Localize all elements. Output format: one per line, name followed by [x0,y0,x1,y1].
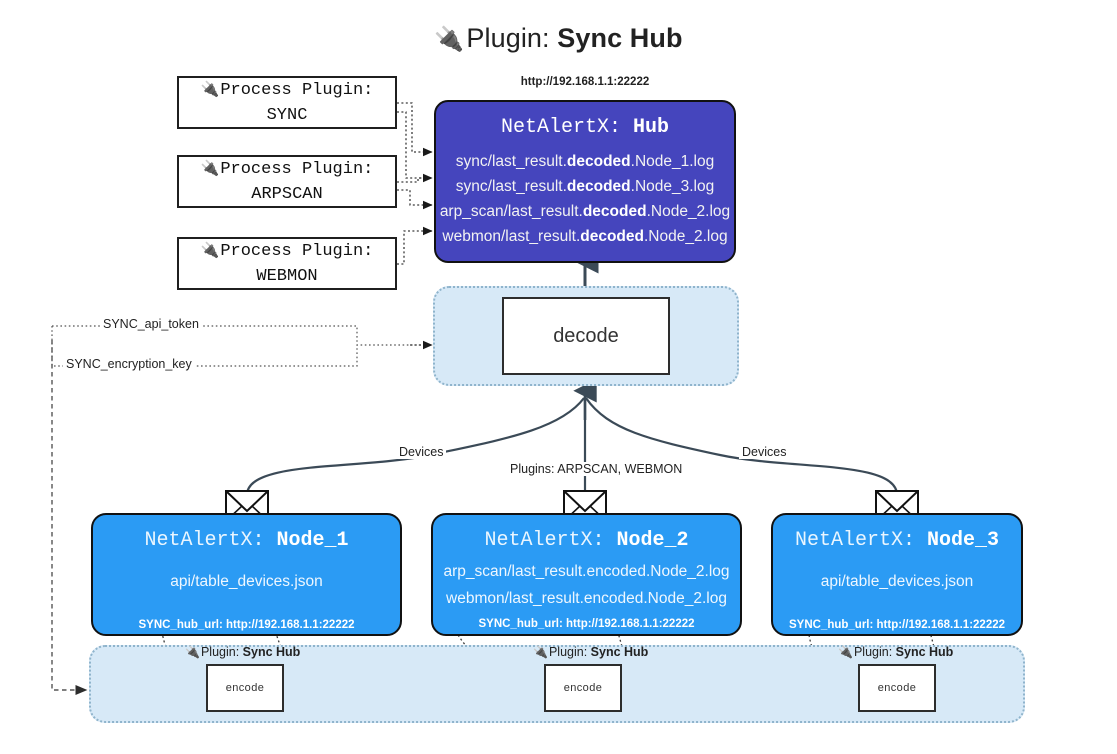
encode-box-1[interactable]: encode [206,664,284,712]
encode-box-2[interactable]: encode [544,664,622,712]
edge-label-devices-left: Devices [396,445,447,459]
process-plugin-box-webmon[interactable]: 🔌Process Plugin: WEBMON [177,237,397,290]
secret-label-encryption-key: SYNC_encryption_key [63,357,195,371]
hub-title: NetAlertX: Hub [500,116,670,139]
plug-icon: 🔌 [434,26,465,53]
page-title-name: Sync Hub [557,23,683,53]
node-box-node-1[interactable]: NetAlertX: Node_1 api/table_devices.json… [91,513,402,636]
process-plugin-line2: SYNC [266,106,308,125]
plug-icon: 🔌 [185,645,200,659]
encoder-plugin-label-3: 🔌Plugin: Sync Hub [838,645,954,659]
node-title: NetAlertX: Node_1 [144,529,349,552]
encode-box-3[interactable]: encode [858,664,936,712]
node-box-node-2[interactable]: NetAlertX: Node_2 arp_scan/last_result.e… [431,513,742,636]
hub-row-sync-node3: sync/last_result.decoded.Node_3.log [455,178,715,195]
node-title: NetAlertX: Node_3 [794,529,1000,552]
hub-row-arpscan-node2: arp_scan/last_result.decoded.Node_2.log [439,203,731,220]
hub-url-label: http://192.168.1.1:22222 [520,76,650,88]
node-title: NetAlertX: Node_2 [484,529,689,552]
encoder-plugin-label-1: 🔌Plugin: Sync Hub [185,645,301,659]
node-hub-url-label: SYNC_hub_url: http://192.168.1.1:22222 [478,618,695,630]
node-hub-url-label: SYNC_hub_url: http://192.168.1.1:22222 [788,619,1006,631]
secret-label-api-token: SYNC_api_token [100,317,202,331]
edge-label-plugins-center: Plugins: ARPSCAN, WEBMON [507,462,686,476]
node-row: api/table_devices.json [170,573,323,590]
process-plugin-line2: WEBMON [256,267,318,286]
hub-row-webmon-node2: webmon/last_result.decoded.Node_2.log [442,228,728,245]
hub-box[interactable]: NetAlertX: Hub sync/last_result.decoded.… [434,100,736,263]
process-plugin-box-sync[interactable]: 🔌Process Plugin: SYNC [177,76,397,129]
page-title-prefix: Plugin: [466,23,550,53]
plug-icon: 🔌 [200,159,220,177]
node-row: api/table_devices.json [820,573,974,590]
process-plugin-line1: 🔌Process Plugin: [200,241,374,261]
encoder-plugin-label-2: 🔌Plugin: Sync Hub [533,645,649,659]
node-hub-url-label: SYNC_hub_url: http://192.168.1.1:22222 [138,619,355,631]
process-plugin-line2: ARPSCAN [251,185,323,204]
hub-row-sync-node1: sync/last_result.decoded.Node_1.log [455,153,715,170]
node-box-node-3[interactable]: NetAlertX: Node_3 api/table_devices.json… [771,513,1023,636]
edge-label-devices-right: Devices [739,445,790,459]
decode-box[interactable]: decode [502,297,670,375]
node-row: arp_scan/last_result.encoded.Node_2.log [443,563,730,580]
plug-icon: 🔌 [200,241,220,259]
plug-icon: 🔌 [838,645,853,659]
page-title: 🔌Plugin: Sync Hub [0,16,1117,62]
plug-icon: 🔌 [533,645,548,659]
process-plugin-line1: 🔌Process Plugin: [200,80,374,100]
process-plugin-line1: 🔌Process Plugin: [200,159,374,179]
process-plugin-box-arpscan[interactable]: 🔌Process Plugin: ARPSCAN [177,155,397,208]
plug-icon: 🔌 [200,80,220,98]
node-row: webmon/last_result.encoded.Node_2.log [446,590,727,607]
